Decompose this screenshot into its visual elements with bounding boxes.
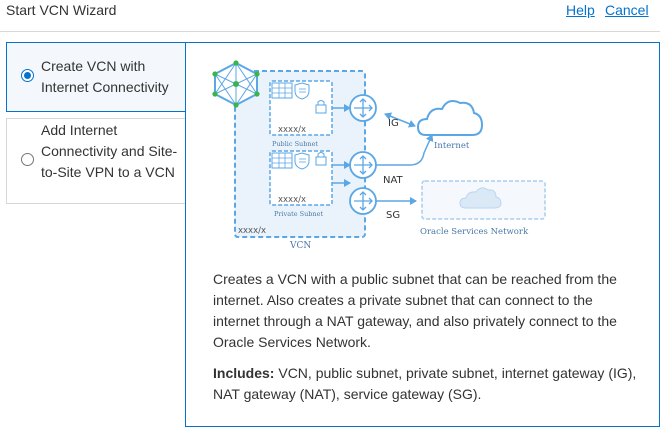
sg-label: SG — [386, 210, 400, 221]
security-list-icon — [294, 82, 310, 100]
nat-label: NAT — [383, 175, 404, 186]
radio-add-connectivity[interactable] — [21, 153, 34, 166]
vcn-network-diagram: xxxx/x Public Subnet xxxx/x Private Subn… — [212, 60, 546, 251]
wizard-title: Start VCN Wizard — [6, 2, 117, 18]
nat-gateway-icon — [349, 151, 377, 179]
lock-icon — [315, 152, 327, 166]
route-table-icon — [271, 152, 293, 169]
internet-cloud-icon — [416, 100, 484, 136]
route-table-icon — [271, 82, 293, 99]
lock-icon — [315, 100, 327, 114]
service-gateway-icon — [349, 187, 377, 215]
public-subnet: xxxx/x Public Subnet — [269, 80, 333, 148]
cancel-link[interactable]: Cancel — [605, 2, 649, 18]
vcn-cidr: xxxx/x — [238, 226, 266, 236]
vcn-label: VCN — [289, 241, 311, 251]
includes-label: Includes: — [213, 365, 275, 381]
vcn-hexagon-icon — [212, 60, 260, 108]
option-add-connectivity-label: Add Internet Connectivity and Site-to-Si… — [41, 122, 178, 180]
includes-list: VCN, public subnet, private subnet, inte… — [213, 365, 637, 402]
option-description: Creates a VCN with a public subnet that … — [213, 271, 617, 350]
option-detail-panel: xxxx/x Public Subnet xxxx/x Private Subn… — [185, 42, 660, 427]
radio-create-vcn[interactable] — [21, 69, 34, 82]
wizard-header: Start VCN Wizard Help Cancel — [0, 0, 660, 32]
private-subnet-cidr: xxxx/x — [278, 195, 306, 205]
oracle-cloud-icon — [459, 187, 502, 209]
option-create-vcn-label: Create VCN with Internet Connectivity — [41, 58, 169, 95]
ig-label: IG — [388, 118, 399, 129]
internet-gateway-icon — [349, 94, 377, 122]
public-subnet-label: Public Subnet — [272, 140, 318, 148]
option-add-connectivity[interactable]: Add Internet Connectivity and Site-to-Si… — [6, 118, 186, 204]
private-subnet-label: Private Subnet — [274, 210, 323, 218]
oracle-services-network-box — [421, 180, 546, 220]
private-subnet: xxxx/x Private Subnet — [269, 150, 333, 218]
includes-text: Includes: VCN, public subnet, private su… — [213, 363, 638, 405]
internet-label: Internet — [434, 141, 470, 151]
osn-label: Oracle Services Network — [420, 227, 529, 237]
option-create-vcn[interactable]: Create VCN with Internet Connectivity — [6, 42, 186, 112]
public-subnet-cidr: xxxx/x — [278, 125, 306, 135]
help-link[interactable]: Help — [566, 2, 595, 18]
security-list-icon — [294, 152, 310, 170]
